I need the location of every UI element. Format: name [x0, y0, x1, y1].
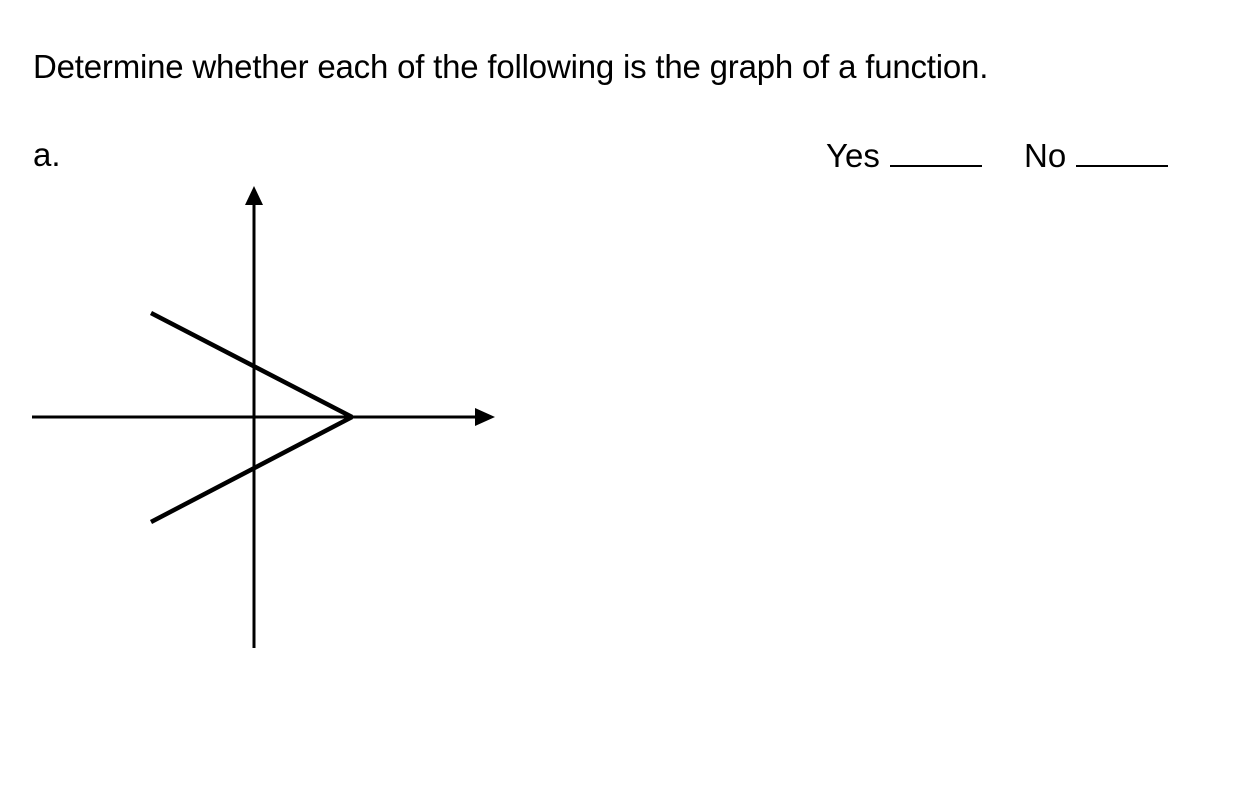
lower-ray [149, 415, 354, 524]
yes-answer-group: Yes [826, 135, 982, 176]
item-a-label: a. [33, 136, 61, 173]
no-answer-group: No [1024, 135, 1169, 176]
no-answer-blank[interactable] [1076, 135, 1169, 167]
y-axis-arrow-icon [245, 186, 263, 205]
no-label: No [1024, 137, 1067, 174]
instruction-text: Determine whether each of the following … [33, 48, 989, 85]
yes-label: Yes [826, 137, 880, 174]
yes-answer-blank[interactable] [889, 135, 982, 167]
x-axis-arrow-icon [475, 408, 495, 426]
upper-ray [149, 311, 354, 419]
